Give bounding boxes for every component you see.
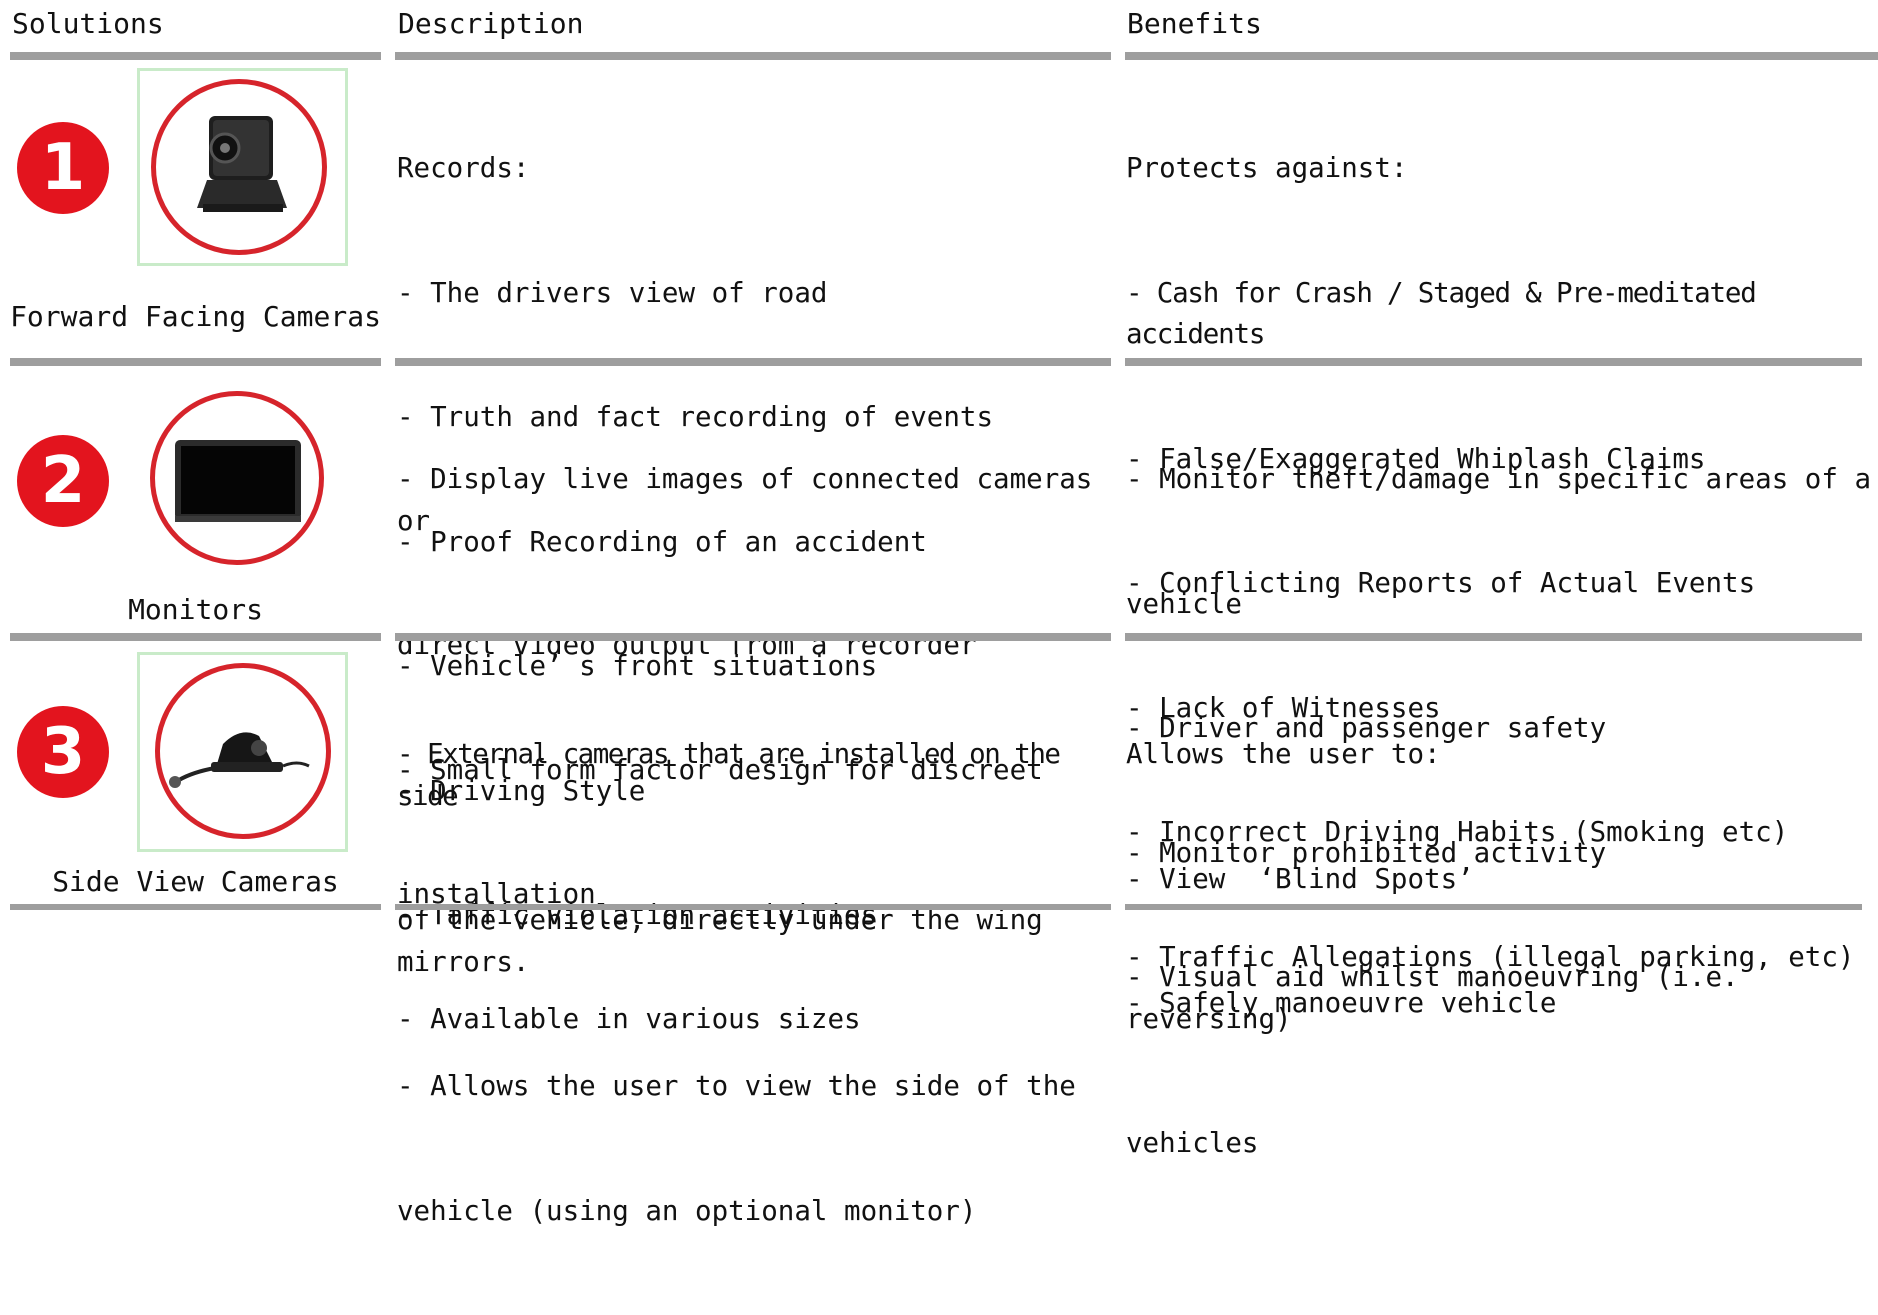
product-photo	[145, 388, 330, 568]
header-description: Description	[398, 7, 584, 40]
row-rule	[395, 633, 1111, 641]
header-benefits: Benefits	[1127, 7, 1262, 40]
row-rule	[1125, 633, 1862, 641]
header-rule-solutions	[10, 52, 381, 60]
row-rule	[1125, 358, 1862, 366]
benefits-cell: Allows the user to: - View ‘Blind Spots’…	[1126, 738, 1557, 1019]
side-camera-icon	[169, 732, 310, 788]
header-solutions: Solutions	[12, 7, 164, 40]
row-caption: Monitors	[128, 593, 263, 626]
row-rule	[10, 904, 381, 910]
row-rule	[395, 358, 1111, 366]
description-cell: - Display live images of connected camer…	[397, 463, 1109, 1035]
description-cell: - External cameras that are installed on…	[397, 738, 1076, 1227]
header-rule-benefits	[1125, 52, 1878, 60]
number-badge: 1	[17, 122, 109, 214]
monitor-icon	[175, 440, 301, 522]
header-rule-description	[395, 52, 1111, 60]
row-rule	[395, 904, 1111, 910]
product-photo	[137, 652, 348, 852]
row-rule	[1125, 904, 1862, 910]
row-caption: Forward Facing Cameras	[10, 300, 381, 333]
product-photo	[137, 68, 348, 266]
row-caption: Side View Cameras	[52, 865, 339, 898]
row-rule	[10, 358, 381, 366]
number-badge: 3	[17, 706, 109, 798]
row-rule	[10, 633, 381, 641]
number-badge: 2	[17, 435, 109, 527]
dashcam-icon	[197, 116, 287, 212]
